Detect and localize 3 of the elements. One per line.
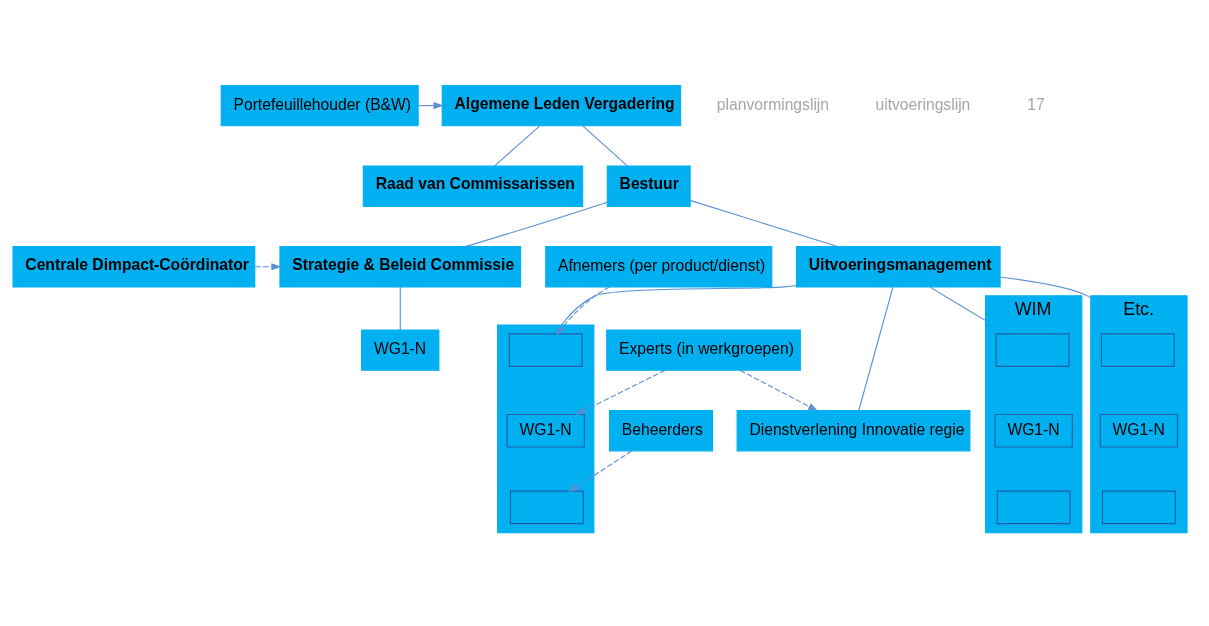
label: uitvoeringslijn xyxy=(875,95,971,113)
label: 17 xyxy=(1027,95,1045,113)
label: planvormingslijn xyxy=(716,95,830,113)
